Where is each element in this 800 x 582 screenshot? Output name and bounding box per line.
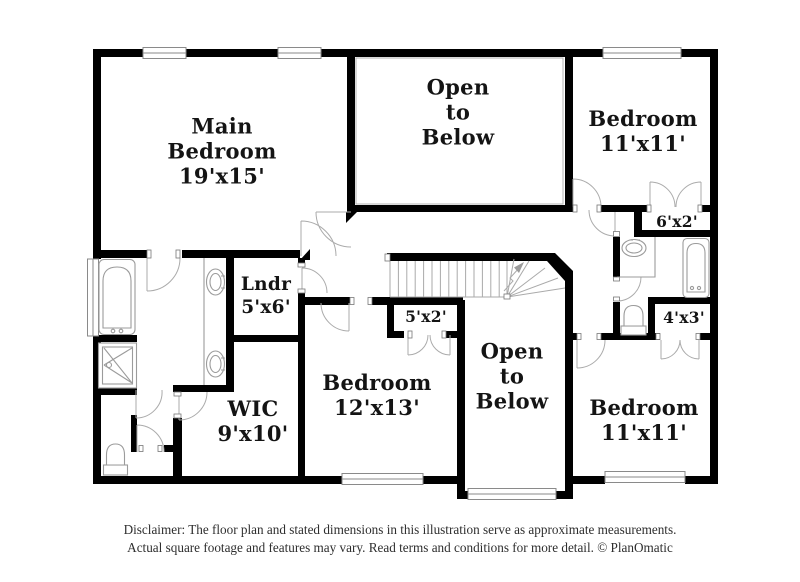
door-bedroom-top-right xyxy=(572,178,602,208)
bathtub-icon xyxy=(682,237,710,299)
windows xyxy=(87,47,686,500)
door-closet-5x2-right xyxy=(429,334,451,356)
toilet-icon xyxy=(620,304,647,336)
room-name-line: Open xyxy=(480,338,544,364)
door-bedroom-bottom-right xyxy=(576,339,606,369)
toilet-icon xyxy=(102,443,129,476)
door-main-bath xyxy=(146,257,181,292)
room-name-line: to xyxy=(499,363,525,389)
door-hall-bath xyxy=(588,209,616,237)
disclaimer-line-2: Actual square footage and features may v… xyxy=(127,539,673,555)
door-bedroom-center xyxy=(320,302,350,332)
room-name-line: WIC xyxy=(227,396,279,421)
window xyxy=(467,488,557,500)
room-dims: 12'x13' xyxy=(334,395,420,420)
window xyxy=(341,473,424,485)
room-label-wic: WIC 9'x10' xyxy=(217,396,288,446)
room-label-closet-4x3: 4'x3' xyxy=(663,309,705,327)
room-name-line: Below xyxy=(421,124,495,150)
room-label-bedroom-center: Bedroom 12'x13' xyxy=(322,370,431,420)
interior-walls xyxy=(93,57,718,499)
room-label-bedroom-bottom-right: Bedroom 11'x11' xyxy=(589,395,698,445)
window xyxy=(87,258,99,337)
window xyxy=(277,47,322,59)
room-name-line: Below xyxy=(475,388,549,414)
disclaimer-line-1: Disclaimer: The floor plan and stated di… xyxy=(123,522,677,537)
door-closet-6x2-left xyxy=(649,181,676,208)
room-name-line: Open xyxy=(426,74,490,100)
fixtures xyxy=(97,237,710,476)
room-label-closet-6x2: 6'x2' xyxy=(656,213,698,231)
room-name-line: Main xyxy=(191,113,253,139)
door-closet-6x2-right xyxy=(675,181,702,208)
room-dims: 5'x6' xyxy=(241,297,291,318)
room-name-line: to xyxy=(445,99,471,125)
room-dims: 4'x3' xyxy=(663,308,705,327)
door-water-closet xyxy=(136,424,165,453)
vanity-sink-icon xyxy=(203,258,226,385)
door-laundry xyxy=(301,267,328,294)
room-label-closet-5x2: 5'x2' xyxy=(405,308,447,326)
room-label-laundry: Lndr 5'x6' xyxy=(241,273,291,319)
stairs-direction-arrow xyxy=(503,262,524,292)
door-stop-wedge xyxy=(346,212,357,223)
door-stop-wedge xyxy=(300,249,310,260)
door-wic xyxy=(178,391,208,421)
stair-treads xyxy=(397,261,508,297)
room-dims: 11'x11' xyxy=(600,131,686,156)
room-name-line: Bedroom xyxy=(167,138,277,164)
doors xyxy=(135,178,702,453)
open-below-inner-edge xyxy=(355,57,564,205)
room-dims: 9'x10' xyxy=(217,421,289,446)
room-name-line: Bedroom xyxy=(588,106,698,131)
room-label-main-bedroom: Main Bedroom 19'x15' xyxy=(167,114,276,189)
room-dims: 19'x15' xyxy=(179,163,265,189)
door-closet-4x3-right xyxy=(679,339,700,360)
room-dims: 5'x2' xyxy=(405,307,447,326)
window xyxy=(142,47,187,59)
exterior-walls xyxy=(93,49,718,499)
room-label-open-below-top: Open to Below xyxy=(422,75,495,150)
door-jambs xyxy=(138,204,703,452)
room-name-line: Lndr xyxy=(240,274,292,295)
pedestal-sink-icon xyxy=(617,237,656,278)
room-name-line: Bedroom xyxy=(589,395,699,420)
shower-icon xyxy=(97,342,138,389)
room-label-bedroom-top-right: Bedroom 11'x11' xyxy=(588,106,697,156)
bathtub-icon xyxy=(98,258,136,336)
window xyxy=(604,471,686,483)
door-closet-4x3-left xyxy=(660,339,681,360)
room-dims: 11'x11' xyxy=(601,420,687,445)
window xyxy=(602,47,682,59)
room-name-line: Bedroom xyxy=(322,370,432,395)
room-dims: 6'x2' xyxy=(656,212,698,231)
door-bath-vestibule xyxy=(135,389,163,419)
door-toilet-nook xyxy=(616,276,642,302)
door-main-bedroom-double xyxy=(300,211,352,257)
staircase xyxy=(389,258,566,298)
room-label-open-below-bottom: Open to Below xyxy=(476,339,549,414)
disclaimer: Disclaimer: The floor plan and stated di… xyxy=(0,521,800,556)
